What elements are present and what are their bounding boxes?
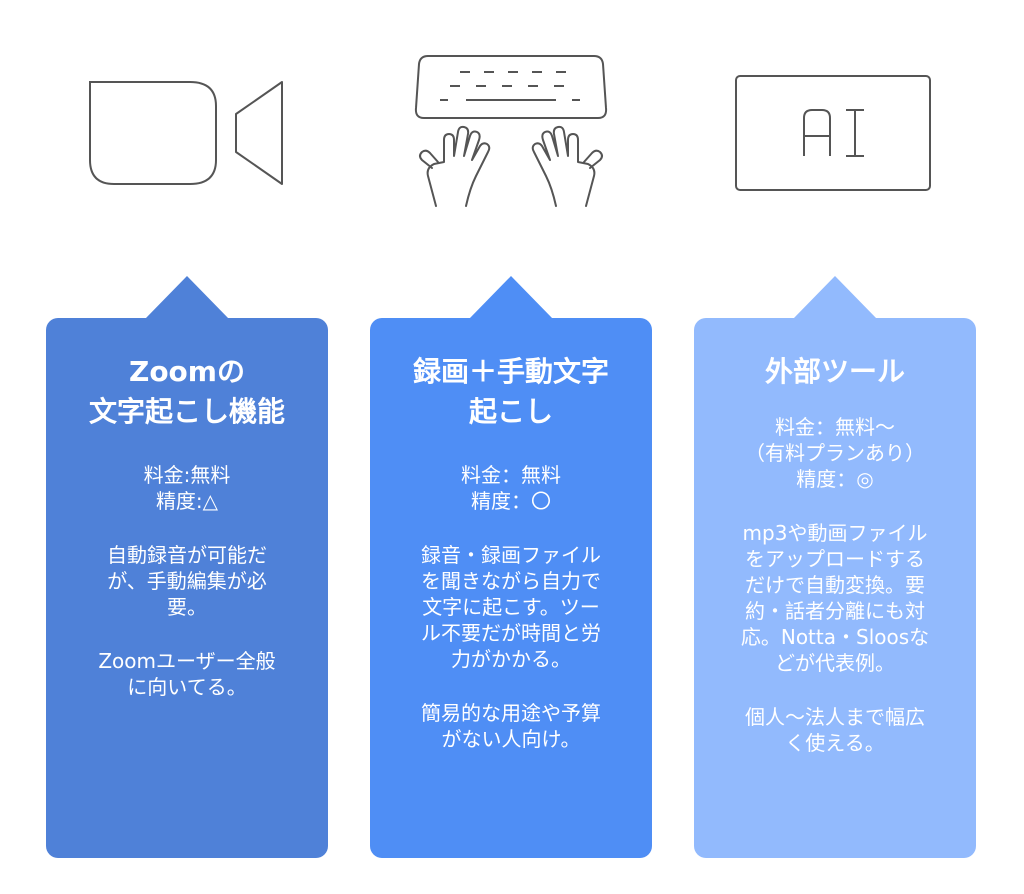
card-pointer <box>469 276 553 319</box>
description-line: 約・話者分離にも対 <box>745 599 925 623</box>
card-title-line: 起こし <box>468 395 553 428</box>
target-line: 簡易的な用途や予算 <box>421 701 601 725</box>
card-zoom-transcription: Zoomの 文字起こし機能 料金:無料 精度:△ 自動録音が可能だ が、手動編集… <box>46 276 328 858</box>
price-line: 料金：無料〜 <box>775 415 895 439</box>
target-line: Zoomユーザー全般 <box>98 649 276 673</box>
description-line: をアップロードする <box>745 547 925 571</box>
accuracy-line: 精度:△ <box>155 489 219 513</box>
video-camera-icon <box>89 81 283 185</box>
description-line: だけで自動変換。要 <box>745 573 925 597</box>
description-line: 応。Notta・Sloosな <box>740 625 930 649</box>
description-line: 文字に起こす。ツー <box>422 595 600 619</box>
card-pointer <box>793 276 877 319</box>
card-pricing: 料金：無料〜 （有料プランあり） 精度：◎ <box>719 414 951 492</box>
price-note-line: （有料プランあり） <box>745 441 925 465</box>
description-line: 自動録音が可能だ <box>107 543 267 567</box>
description-line: どが代表例。 <box>775 651 895 675</box>
card-target: 個人〜法人まで幅広 く使える。 <box>719 704 951 756</box>
ai-screen-icon <box>735 75 931 191</box>
card-pointer <box>145 276 229 319</box>
description-line: mp3や動画ファイル <box>742 521 928 545</box>
card-title-line: Zoomの <box>129 355 245 388</box>
price-line: 料金：無料 <box>461 463 561 487</box>
target-line: 個人〜法人まで幅広 <box>745 705 925 729</box>
card-pricing: 料金：無料 精度：〇 <box>395 462 627 514</box>
description-line: を聞きながら自力で <box>421 569 601 593</box>
accuracy-line: 精度：〇 <box>471 489 551 513</box>
card-title-line: 外部ツール <box>764 355 905 388</box>
card-title: 外部ツール <box>715 352 955 392</box>
description-line: 力がかかる。 <box>451 647 571 671</box>
card-description: 自動録音が可能だ が、手動編集が必 要。 <box>71 542 303 620</box>
card-title: Zoomの 文字起こし機能 <box>67 352 307 432</box>
card-description: 録音・録画ファイル を聞きながら自力で 文字に起こす。ツー ル不要だが時間と労 … <box>395 542 627 672</box>
description-line: が、手動編集が必 <box>107 569 267 593</box>
target-line: がない人向け。 <box>441 727 581 751</box>
card-title-line: 録画＋手動文字 <box>412 355 609 388</box>
card-description: mp3や動画ファイル をアップロードする だけで自動変換。要 約・話者分離にも対… <box>719 520 951 676</box>
description-line: 要。 <box>167 595 207 619</box>
price-line: 料金:無料 <box>143 463 231 487</box>
card-title: 録画＋手動文字 起こし <box>391 352 631 432</box>
target-line: に向いてる。 <box>127 675 247 699</box>
typing-hands-icon <box>414 55 608 207</box>
card-external-tools: 外部ツール 料金：無料〜 （有料プランあり） 精度：◎ mp3や動画ファイル を… <box>694 276 976 858</box>
description-line: 録音・録画ファイル <box>421 543 601 567</box>
card-target: 簡易的な用途や予算 がない人向け。 <box>395 700 627 752</box>
card-pricing: 料金:無料 精度:△ <box>71 462 303 514</box>
target-line: く使える。 <box>785 731 885 755</box>
description-line: ル不要だが時間と労 <box>421 621 601 645</box>
accuracy-line: 精度：◎ <box>796 467 874 491</box>
card-title-line: 文字起こし機能 <box>88 395 285 428</box>
card-manual-transcription: 録画＋手動文字 起こし 料金：無料 精度：〇 録音・録画ファイル を聞きながら自… <box>370 276 652 858</box>
card-target: Zoomユーザー全般 に向いてる。 <box>71 648 303 700</box>
